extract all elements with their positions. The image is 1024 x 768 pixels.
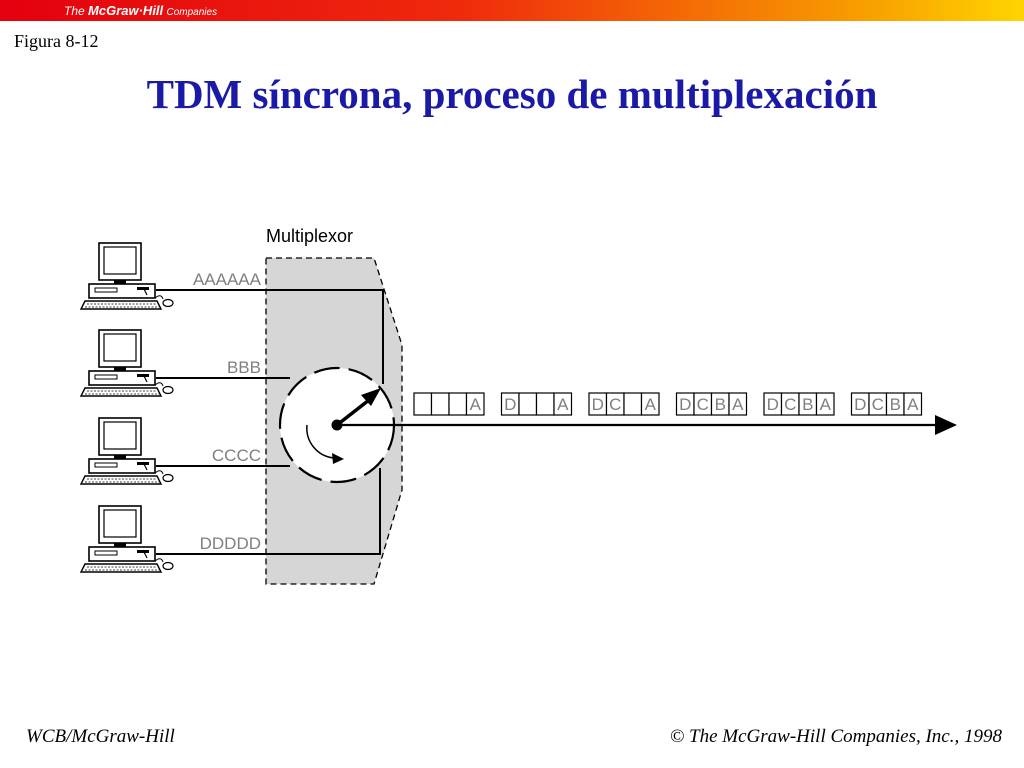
switch-pointer <box>335 398 371 427</box>
publisher-name: McGraw·Hill <box>88 3 164 18</box>
figure-label: Figura 8-12 <box>14 31 99 51</box>
output-arrow-icon <box>935 415 957 435</box>
frame-6-slot-4 <box>903 392 923 416</box>
input-label-d: DDDDD <box>200 534 261 553</box>
frame-6-slot-1-label: D <box>854 395 866 414</box>
computer-icon-b <box>80 329 174 397</box>
input-line-d <box>156 468 381 555</box>
frame-3-slot-4 <box>640 392 660 416</box>
computer-icon-c <box>80 417 174 485</box>
frame-1-slot-2 <box>430 392 450 416</box>
publisher-logo: The McGraw·Hill Companies <box>64 3 217 20</box>
computer-icon-d <box>80 505 174 573</box>
footer-right: © The McGraw-Hill Companies, Inc., 1998 <box>669 726 1002 747</box>
input-line-a <box>156 289 384 384</box>
input-label-c: CCCC <box>212 446 261 465</box>
frame-4-slot-3-label: B <box>715 395 726 414</box>
frame-3-slot-3 <box>623 392 643 416</box>
frame-5-slot-1-label: D <box>767 395 779 414</box>
switch-pointer-arrowhead-icon <box>361 388 381 406</box>
frame-2-slot-1-label: D <box>504 395 516 414</box>
computer-icon-a <box>80 242 174 310</box>
frame-2-slot-3 <box>535 392 555 416</box>
frame-6-slot-2-label: C <box>872 395 884 414</box>
frame-2-slot-4 <box>553 392 573 416</box>
frame-4-slot-2-label: C <box>697 395 709 414</box>
frame-6-slot-3-label: B <box>890 395 901 414</box>
frame-1-slot-4 <box>465 392 485 416</box>
multiplexer-label: Multiplexor <box>266 226 353 246</box>
frame-1-slot-3 <box>448 392 468 416</box>
frame-4-slot-4-label: A <box>732 395 744 414</box>
frame-5-slot-2-label: C <box>784 395 796 414</box>
frame-3-slot-2-label: C <box>609 395 621 414</box>
frame-5-slot-4-label: A <box>820 395 832 414</box>
frame-2-slot-2 <box>518 392 538 416</box>
frame-1-slot-1 <box>413 392 433 416</box>
frame-3-slot-4-label: A <box>645 395 657 414</box>
publisher-prefix: The <box>64 4 85 18</box>
frame-4-slot-4 <box>728 392 748 416</box>
slide-title: TDM síncrona, proceso de multiplexación <box>146 71 878 117</box>
header-banner: The McGraw·Hill Companies <box>0 0 1024 21</box>
rotation-arrow-icon <box>306 424 335 459</box>
frame-5-slot-3-label: B <box>802 395 813 414</box>
input-lines <box>156 289 384 555</box>
frame-5-slot-4 <box>815 392 835 416</box>
footer-left: WCB/McGraw-Hill <box>26 726 175 747</box>
input-label-b: BBB <box>227 358 261 377</box>
frame-2-slot-4-label: A <box>557 395 569 414</box>
input-label-a: AAAAAA <box>193 270 262 289</box>
frame-6-slot-4-label: A <box>907 395 919 414</box>
frame-3-slot-1-label: D <box>592 395 604 414</box>
frame-1-slot-4-label: A <box>470 395 482 414</box>
frame-4-slot-1-label: D <box>679 395 691 414</box>
publisher-suffix: Companies <box>166 7 218 18</box>
